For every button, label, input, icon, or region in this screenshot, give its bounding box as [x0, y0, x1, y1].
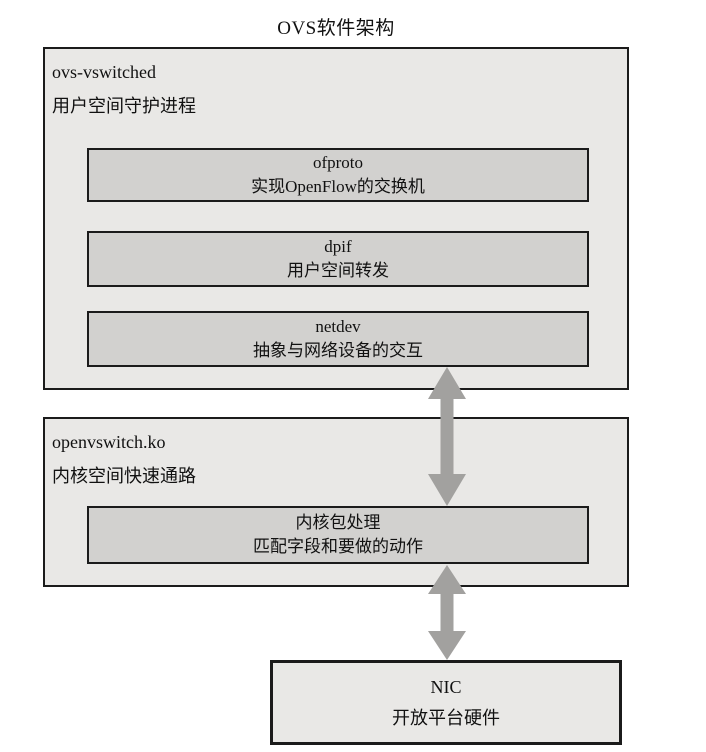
module-kernel-packet-processing-description: 匹配字段和要做的动作	[253, 537, 423, 556]
nic-description: 开放平台硬件	[392, 707, 500, 728]
module-dpif-name: dpif	[324, 237, 352, 256]
module-kernel-packet-processing-name: 内核包处理	[295, 513, 381, 532]
module-netdev: netdev 抽象与网络设备的交互	[87, 311, 589, 367]
module-netdev-description: 抽象与网络设备的交互	[253, 341, 423, 360]
diagram-title: OVS软件架构	[277, 18, 395, 39]
module-netdev-name: netdev	[315, 317, 361, 336]
kernel-space-name: openvswitch.ko	[52, 432, 166, 452]
nic-box: NIC 开放平台硬件	[270, 660, 622, 745]
user-space-name: ovs-vswitched	[52, 62, 156, 82]
bidirectional-arrow-userspace-kernel-icon	[427, 367, 467, 506]
nic-name: NIC	[430, 676, 462, 697]
module-dpif: dpif 用户空间转发	[87, 231, 589, 287]
module-kernel-packet-processing: 内核包处理 匹配字段和要做的动作	[87, 506, 589, 564]
user-space-description: 用户空间守护进程	[52, 96, 196, 116]
user-space-box: ovs-vswitched 用户空间守护进程 ofproto 实现OpenFlo…	[43, 47, 629, 390]
kernel-space-box: openvswitch.ko 内核空间快速通路 内核包处理 匹配字段和要做的动作	[43, 417, 629, 587]
bidirectional-arrow-kernel-nic-icon	[427, 565, 467, 660]
module-ofproto: ofproto 实现OpenFlow的交换机	[87, 148, 589, 202]
module-ofproto-name: ofproto	[312, 153, 364, 172]
kernel-space-description: 内核空间快速通路	[52, 466, 196, 486]
module-dpif-description: 用户空间转发	[287, 261, 389, 280]
module-ofproto-description: 实现OpenFlow的交换机	[251, 177, 425, 196]
